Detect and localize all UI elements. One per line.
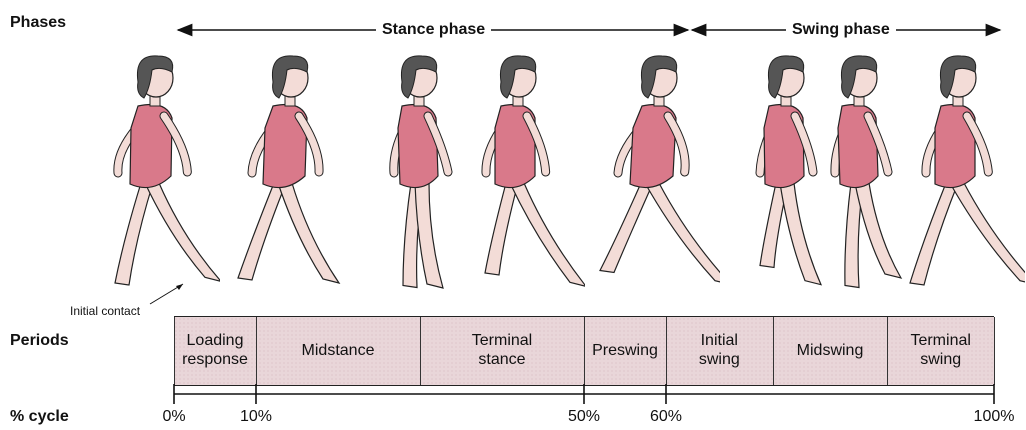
cycle-tick-label: 10%	[240, 408, 272, 426]
cycle-tick-label: 60%	[650, 408, 682, 426]
cycle-tick-label: 100%	[974, 408, 1015, 426]
cycle-tick-label: 50%	[568, 408, 600, 426]
cycle-tick-label: 0%	[162, 408, 185, 426]
